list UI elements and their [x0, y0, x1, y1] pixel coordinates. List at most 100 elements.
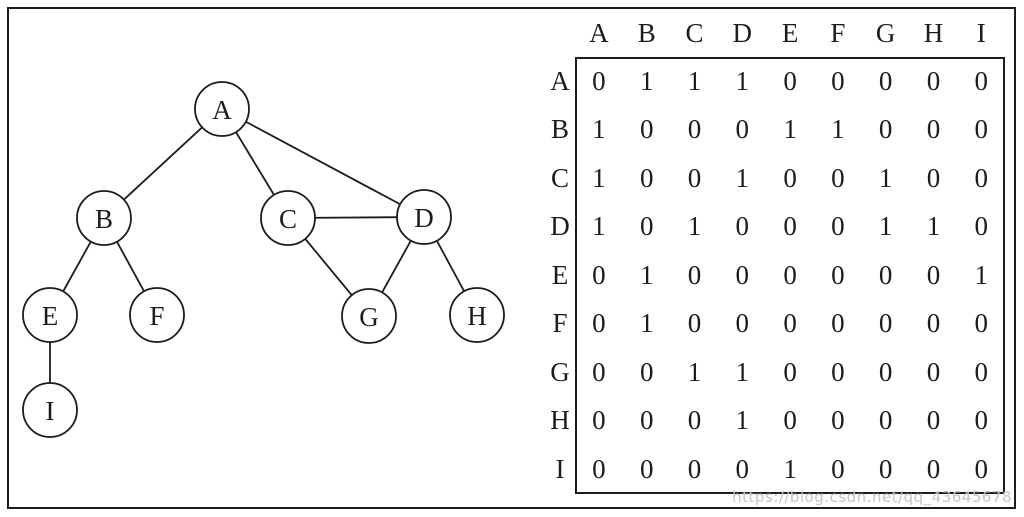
- matrix-cell-E-C: 0: [687, 259, 702, 290]
- matrix-cell-H-D: 1: [735, 405, 750, 436]
- matrix-row-header-C: C: [550, 162, 569, 193]
- graph-node-B: B: [76, 190, 132, 246]
- matrix-cell-D-A: 1: [592, 211, 606, 242]
- graph-node-label: B: [95, 204, 113, 234]
- matrix-cell-F-F: 0: [831, 308, 845, 339]
- matrix-cell-D-H: 1: [926, 211, 941, 242]
- graph-edge-A-D: [221, 108, 425, 218]
- matrix-cell-D-G: 1: [878, 211, 893, 242]
- matrix-cell-H-F: 0: [831, 405, 845, 436]
- matrix-cell-D-B: 0: [639, 211, 654, 242]
- matrix-col-header-H: H: [923, 18, 944, 48]
- graph-node-label: C: [279, 204, 297, 234]
- matrix-col-header-E: E: [781, 18, 799, 48]
- matrix-cell-B-H: 0: [926, 114, 941, 145]
- matrix-cell-B-I: 0: [974, 114, 989, 145]
- watermark: https://blog.csdn.net/qq_43645678: [732, 488, 1012, 506]
- matrix-cell-C-I: 0: [974, 162, 989, 193]
- matrix-cell-G-F: 0: [831, 356, 845, 387]
- matrix-cell-B-D: 0: [735, 114, 750, 145]
- figure-frame: [7, 7, 1016, 509]
- matrix-cell-A-F: 0: [831, 65, 845, 96]
- matrix-cell-F-H: 0: [926, 308, 941, 339]
- graph-node-label: F: [149, 301, 164, 331]
- matrix-cell-C-G: 1: [878, 162, 893, 193]
- matrix-cell-I-B: 0: [639, 453, 654, 484]
- matrix-cell-E-E: 0: [783, 259, 797, 290]
- matrix-cell-A-B: 1: [639, 65, 654, 96]
- matrix-cell-I-A: 0: [592, 453, 606, 484]
- matrix-cell-C-E: 0: [783, 162, 797, 193]
- matrix-row-header-H: H: [550, 405, 570, 436]
- matrix-cell-E-F: 0: [831, 259, 845, 290]
- matrix-row-header-A: A: [550, 65, 570, 96]
- matrix-cell-H-A: 0: [592, 405, 606, 436]
- graph-node-A: A: [194, 81, 250, 137]
- matrix-cell-H-E: 0: [783, 405, 797, 436]
- matrix-cell-B-B: 0: [639, 114, 654, 145]
- matrix-cell-E-I: 1: [974, 259, 989, 290]
- graph-node-C: C: [260, 190, 316, 246]
- matrix-cell-I-F: 0: [831, 453, 845, 484]
- matrix-cell-C-D: 1: [735, 162, 750, 193]
- matrix-cell-E-B: 1: [639, 259, 654, 290]
- matrix-cell-H-B: 0: [639, 405, 654, 436]
- matrix-cell-A-D: 1: [735, 65, 750, 96]
- matrix-cell-A-H: 0: [926, 65, 941, 96]
- matrix-cell-I-C: 0: [687, 453, 702, 484]
- matrix-cell-B-C: 0: [687, 114, 702, 145]
- graph-node-label: A: [212, 95, 232, 125]
- graph-node-label: I: [46, 396, 55, 426]
- matrix-row-header-G: G: [550, 356, 570, 387]
- matrix-cell-G-D: 1: [735, 356, 750, 387]
- matrix-cell-G-H: 0: [926, 356, 941, 387]
- graph-node-F: F: [129, 287, 185, 343]
- matrix-cell-A-A: 0: [592, 65, 606, 96]
- matrix-cell-H-G: 0: [878, 405, 893, 436]
- graph-node-E: E: [22, 287, 78, 343]
- matrix-cell-B-E: 1: [783, 114, 797, 145]
- graph-node-label: E: [42, 301, 59, 331]
- matrix-row-header-B: B: [550, 114, 569, 145]
- matrix-cell-E-G: 0: [878, 259, 893, 290]
- matrix-cell-I-D: 0: [735, 453, 750, 484]
- matrix-col-header-D: D: [732, 18, 753, 48]
- matrix-col-header-G: G: [875, 18, 896, 48]
- matrix-cell-F-E: 0: [783, 308, 797, 339]
- graph-node-circle: [449, 287, 505, 343]
- matrix-cell-B-F: 1: [831, 114, 845, 145]
- graph-node-circle: [194, 81, 250, 137]
- graph-node-D: D: [396, 189, 452, 245]
- graph-node-circle: [22, 382, 78, 438]
- matrix-cell-F-C: 0: [687, 308, 702, 339]
- matrix-cell-F-A: 0: [592, 308, 606, 339]
- matrix-cell-F-B: 1: [639, 308, 654, 339]
- matrix-cell-B-A: 1: [592, 114, 606, 145]
- matrix-col-header-F: F: [830, 18, 846, 48]
- graph-node-circle: [129, 287, 185, 343]
- matrix-cell-H-H: 0: [926, 405, 941, 436]
- graph-node-label: G: [359, 302, 379, 332]
- graph-node-circle: [22, 287, 78, 343]
- matrix-cell-G-B: 0: [639, 356, 654, 387]
- matrix-cell-A-G: 0: [878, 65, 893, 96]
- graph-node-circle: [396, 189, 452, 245]
- matrix-row-header-E: E: [551, 259, 569, 290]
- matrix-cell-G-E: 0: [783, 356, 797, 387]
- graph-node-circle: [341, 288, 397, 344]
- matrix-cell-C-H: 0: [926, 162, 941, 193]
- graph-node-I: I: [22, 382, 78, 438]
- graph-node-label: D: [414, 203, 434, 233]
- matrix-cell-H-I: 0: [974, 405, 989, 436]
- matrix-cell-D-F: 0: [831, 211, 845, 242]
- graph-node-H: H: [449, 287, 505, 343]
- matrix-cell-E-H: 0: [926, 259, 941, 290]
- matrix-cell-C-B: 0: [639, 162, 654, 193]
- matrix-col-header-I: I: [976, 18, 986, 48]
- graph-node-label: H: [467, 301, 487, 331]
- graph-node-G: G: [341, 288, 397, 344]
- matrix-cell-F-I: 0: [974, 308, 989, 339]
- matrix-cell-A-C: 1: [687, 65, 702, 96]
